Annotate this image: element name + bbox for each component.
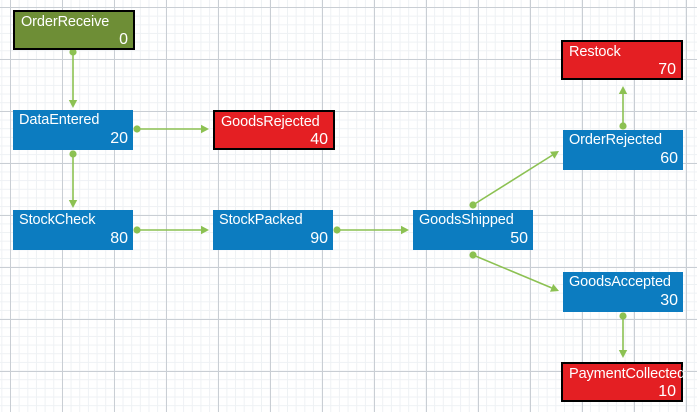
node-label: OrderReceive	[21, 14, 110, 30]
node-goods-shipped[interactable]: GoodsShipped 50	[413, 210, 533, 250]
node-value: 10	[658, 383, 676, 400]
edge-data-entered-to-goods-rejected[interactable]	[133, 124, 209, 134]
edge-arrowhead	[68, 200, 78, 208]
edge-stock-packed-to-goods-shipped[interactable]	[333, 225, 409, 235]
edge-arrowhead	[618, 86, 628, 94]
edge-source-handle[interactable]	[619, 122, 627, 130]
edge-source-handle[interactable]	[469, 251, 477, 259]
edge-line	[472, 154, 553, 206]
edge-source-handle[interactable]	[619, 312, 627, 320]
node-value: 40	[310, 131, 328, 148]
edge-arrowhead	[68, 100, 78, 108]
edge-source-handle[interactable]	[333, 226, 341, 234]
edge-source-handle[interactable]	[469, 201, 477, 209]
edge-source-handle[interactable]	[133, 125, 141, 133]
node-label: StockPacked	[219, 212, 303, 228]
node-value: 90	[310, 230, 328, 247]
edge-arrowhead	[201, 124, 209, 134]
edge-source-handle[interactable]	[133, 226, 141, 234]
edge-arrowhead	[618, 350, 628, 358]
node-label: Restock	[569, 44, 621, 60]
node-value: 20	[110, 130, 128, 147]
edge-order-rejected-to-restock[interactable]	[618, 86, 628, 130]
node-restock[interactable]: Restock 70	[561, 40, 683, 80]
node-value: 0	[119, 31, 128, 48]
edge-order-receive-to-data-entered[interactable]	[68, 48, 78, 108]
node-order-receive[interactable]: OrderReceive 0	[13, 10, 135, 50]
edge-goods-accepted-to-payment-collected[interactable]	[618, 312, 628, 358]
node-label: PaymentCollected	[569, 366, 686, 382]
edge-source-handle[interactable]	[69, 150, 77, 158]
node-value: 80	[110, 230, 128, 247]
edge-arrowhead	[201, 225, 209, 235]
edge-data-entered-to-stock-check[interactable]	[68, 150, 78, 208]
node-value: 50	[510, 230, 528, 247]
node-label: StockCheck	[19, 212, 96, 228]
node-stock-check[interactable]: StockCheck 80	[13, 210, 133, 250]
edge-goods-shipped-to-goods-accepted[interactable]	[469, 251, 559, 292]
edge-arrowhead	[549, 151, 559, 159]
node-stock-packed[interactable]: StockPacked 90	[213, 210, 333, 250]
edge-arrowhead	[549, 284, 559, 292]
node-goods-accepted[interactable]: GoodsAccepted 30	[563, 272, 683, 312]
edge-arrowhead	[401, 225, 409, 235]
node-label: GoodsAccepted	[569, 274, 671, 290]
node-label: GoodsShipped	[419, 212, 514, 228]
node-data-entered[interactable]: DataEntered 20	[13, 110, 133, 150]
edge-stock-check-to-stock-packed[interactable]	[133, 225, 209, 235]
node-label: GoodsRejected	[221, 114, 320, 130]
node-value: 30	[660, 292, 678, 309]
edge-line	[472, 254, 552, 289]
node-value: 70	[658, 61, 676, 78]
node-label: DataEntered	[19, 112, 100, 128]
edge-goods-shipped-to-order-rejected[interactable]	[469, 151, 559, 209]
node-value: 60	[660, 150, 678, 167]
node-order-rejected[interactable]: OrderRejected 60	[563, 130, 683, 170]
node-label: OrderRejected	[569, 132, 662, 148]
